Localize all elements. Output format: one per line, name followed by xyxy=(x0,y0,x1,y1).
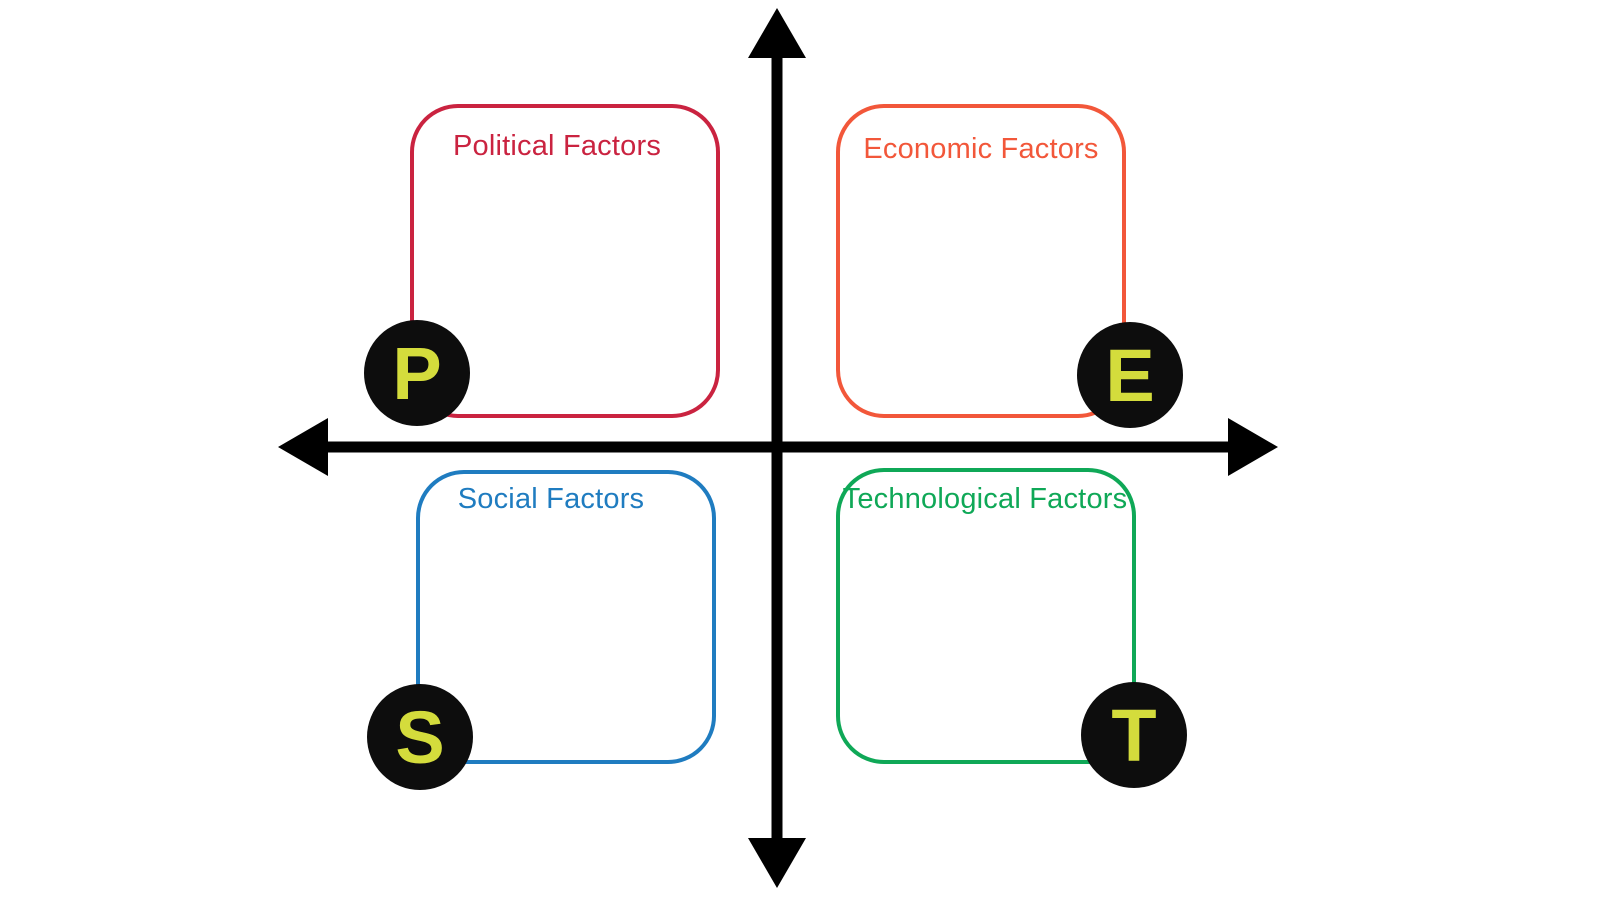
arrow-left-icon xyxy=(278,418,328,476)
social-badge-circle[interactable] xyxy=(367,684,473,790)
economic-label: Economic Factors xyxy=(863,133,1098,165)
arrow-right-icon xyxy=(1228,418,1278,476)
economic-badge-circle[interactable] xyxy=(1077,322,1183,428)
technological-badge[interactable]: T xyxy=(1081,682,1187,788)
social-badge[interactable]: S xyxy=(367,684,473,790)
economic-badge-letter: E xyxy=(1105,334,1154,417)
quadrant-economic[interactable]: Economic Factors E xyxy=(836,104,1183,428)
political-badge-circle[interactable] xyxy=(364,320,470,426)
political-badge[interactable]: P xyxy=(364,320,470,426)
technological-badge-letter: T xyxy=(1111,694,1156,777)
quadrant-technological[interactable]: Technological Factors T xyxy=(836,468,1187,788)
arrow-down-icon xyxy=(748,838,806,888)
economic-box[interactable] xyxy=(836,104,1126,418)
technological-box[interactable] xyxy=(836,468,1136,764)
technological-badge-circle[interactable] xyxy=(1081,682,1187,788)
axes-group xyxy=(278,8,1278,888)
arrow-up-icon xyxy=(748,8,806,58)
horizontal-axis xyxy=(278,418,1278,476)
social-badge-letter: S xyxy=(395,696,444,779)
economic-badge[interactable]: E xyxy=(1077,322,1183,428)
quadrant-social[interactable]: Social Factors S xyxy=(367,470,716,790)
political-label: Political Factors xyxy=(453,130,661,162)
political-badge-letter: P xyxy=(392,332,441,415)
political-box[interactable] xyxy=(410,104,720,418)
social-label: Social Factors xyxy=(458,483,645,515)
technological-label: Technological Factors xyxy=(843,483,1128,515)
quadrant-political[interactable]: Political Factors P xyxy=(364,104,720,426)
social-box[interactable] xyxy=(416,470,716,764)
